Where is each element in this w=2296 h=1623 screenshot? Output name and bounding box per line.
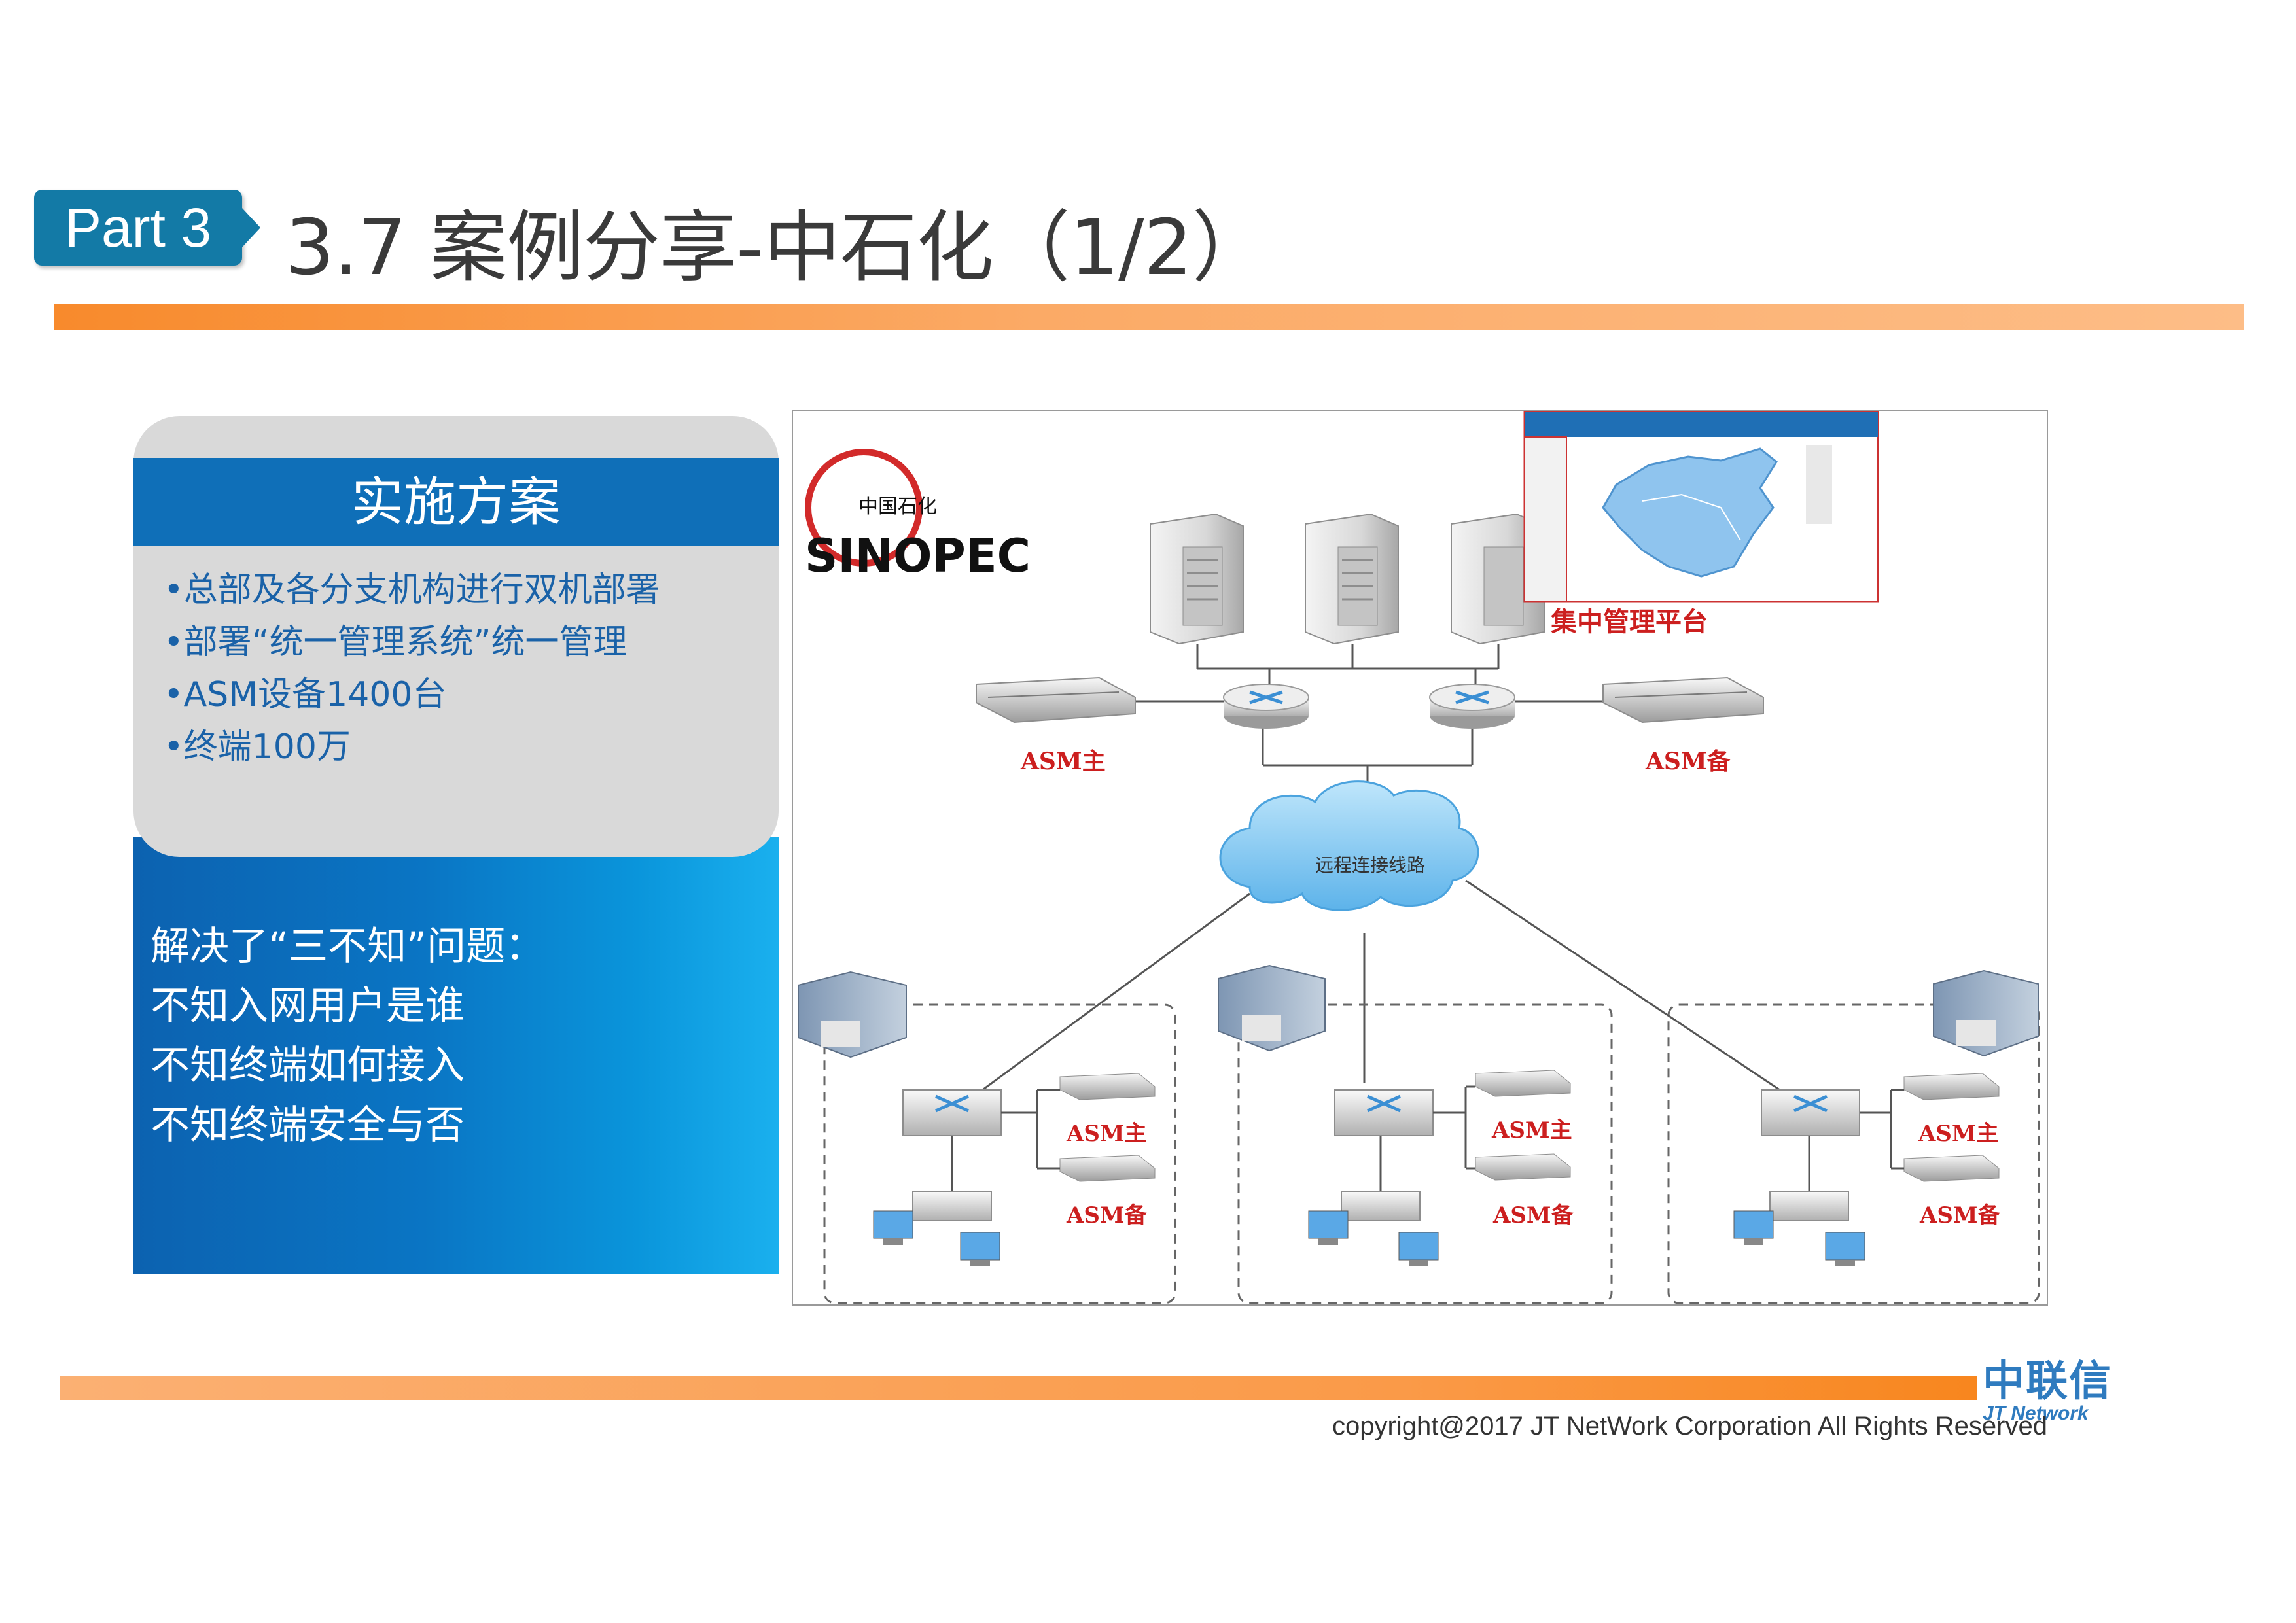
panel-curve <box>133 805 779 857</box>
asm-appliance-icon <box>976 676 1136 724</box>
plan-bullet-list: •总部及各分支机构进行双机部署 •部署“统一管理系统”统一管理 •ASM设备14… <box>164 564 660 773</box>
management-platform-screenshot <box>1523 411 1879 603</box>
plan-bullet: •终端100万 <box>164 727 351 767</box>
copyright-text: copyright@2017 JT NetWork Corporation Al… <box>1332 1412 2047 1440</box>
issue-line: 不知入网用户是谁 <box>150 983 465 1029</box>
plan-heading: 实施方案 <box>351 472 561 532</box>
branch-site: ASM主 ASM备 <box>1667 969 2040 1304</box>
asm-appliance-icon <box>1602 676 1764 724</box>
branch-asm-backup-label: ASM备 <box>1492 1202 1574 1229</box>
server-icon <box>1451 513 1545 645</box>
plan-bullet: •总部及各分支机构进行双机部署 <box>164 570 660 610</box>
router-icon <box>1429 684 1515 729</box>
network-diagram: SINOPEC 中国石化 集中管理平台 <box>798 411 2040 1304</box>
asm-appliance-icon <box>1903 1073 2000 1100</box>
issue-line: 解决了“三不知”问题： <box>150 924 545 969</box>
branch-asm-backup-label: ASM备 <box>1066 1202 1148 1229</box>
branch-site: ASM主 ASM备 <box>1218 964 1613 1304</box>
header-divider <box>54 304 2244 330</box>
company-logo-en: JT Network <box>1983 1403 2089 1424</box>
asm-backup-label: ASM备 <box>1645 748 1731 775</box>
sinopec-logo: SINOPEC 中国石化 <box>805 449 1031 583</box>
asm-appliance-icon <box>1059 1155 1156 1182</box>
server-icon <box>1150 513 1244 645</box>
branch-asm-main-label: ASM主 <box>1491 1117 1572 1143</box>
asm-appliance-icon <box>1475 1153 1571 1181</box>
issue-line: 不知终端如何接入 <box>150 1043 465 1089</box>
branch-asm-backup-label: ASM备 <box>1919 1202 2001 1229</box>
switch-icon <box>1769 1191 1849 1221</box>
part-badge: Part 3 <box>34 190 242 266</box>
sinopec-logo-cn: 中国石化 <box>858 495 937 518</box>
cloud-label: 远程连接线路 <box>1315 854 1425 876</box>
company-logo-cn: 中联信 <box>1983 1357 2112 1406</box>
building-icon <box>1218 964 1326 1052</box>
computer-icon <box>1825 1232 1865 1266</box>
footer-divider <box>60 1376 1977 1400</box>
plan-bullet: •ASM设备1400台 <box>164 675 447 714</box>
plan-bullet: •部署“统一管理系统”统一管理 <box>164 623 627 662</box>
plan-panel-header: 实施方案 <box>133 458 779 546</box>
issue-line: 不知终端安全与否 <box>150 1102 465 1148</box>
asm-appliance-icon <box>1903 1155 2000 1182</box>
computer-icon <box>873 1210 913 1245</box>
asm-appliance-icon <box>1475 1070 1571 1097</box>
cloud-icon: 远程连接线路 <box>1219 780 1479 911</box>
switch-icon <box>1761 1089 1860 1136</box>
computer-icon <box>1308 1210 1349 1245</box>
switch-icon <box>1341 1191 1421 1221</box>
asm-main-label: ASM主 <box>1020 748 1106 775</box>
router-icon <box>1223 684 1309 729</box>
branch-asm-main-label: ASM主 <box>1918 1121 1999 1147</box>
building-icon <box>1933 969 2039 1057</box>
computer-icon <box>960 1232 1000 1266</box>
switch-icon <box>902 1089 1002 1136</box>
company-logo: 中联信 JT Network <box>1983 1348 2112 1425</box>
branch-asm-main-label: ASM主 <box>1066 1121 1147 1147</box>
computer-icon <box>1733 1210 1774 1245</box>
asm-appliance-icon <box>1059 1073 1156 1100</box>
part-arrow-icon <box>242 208 260 247</box>
server-icon <box>1305 513 1399 645</box>
issues-panel <box>133 837 779 1274</box>
switch-icon <box>1334 1089 1434 1136</box>
branch-site: ASM主 ASM备 <box>798 971 1176 1304</box>
switch-icon <box>912 1191 992 1221</box>
part-label: Part 3 <box>64 197 212 258</box>
page-title: 3.7 案例分享-中石化（1/2） <box>285 202 1269 292</box>
issue-list: 解决了“三不知”问题： 不知入网用户是谁 不知终端如何接入 不知终端安全与否 <box>150 917 544 1155</box>
building-icon <box>798 971 907 1058</box>
computer-icon <box>1398 1232 1439 1266</box>
top-links <box>973 644 1780 1098</box>
sinopec-logo-en: SINOPEC <box>805 529 1031 583</box>
mgmt-platform-label: 集中管理平台 <box>1550 606 1708 637</box>
